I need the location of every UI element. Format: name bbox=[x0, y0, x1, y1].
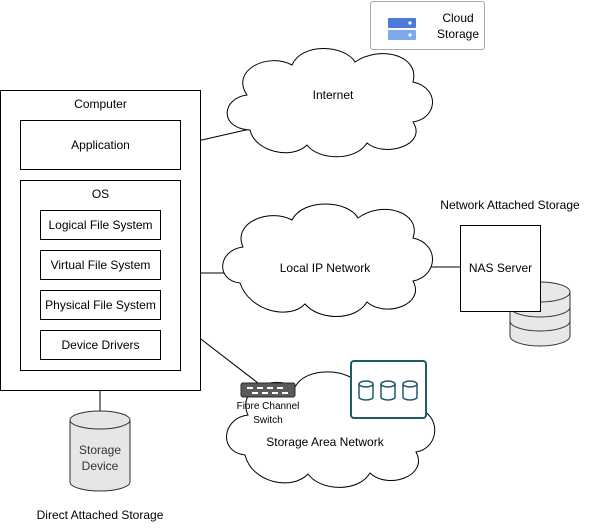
cloud-storage-icon bbox=[388, 18, 416, 40]
application-box bbox=[20, 120, 181, 170]
fibre-channel-switch-line2: Switch bbox=[253, 415, 283, 426]
device-drivers-label: Device Drivers bbox=[61, 338, 140, 352]
nas-server-label: NAS Server bbox=[468, 261, 533, 275]
application-label: Application bbox=[71, 138, 130, 152]
logical-file-system-label: Logical File System bbox=[48, 218, 153, 232]
device-drivers-box bbox=[40, 330, 161, 360]
storage-device-label: Storage Device bbox=[70, 443, 130, 473]
storage-device-cylinder bbox=[69, 410, 131, 492]
nas-server-box bbox=[460, 225, 541, 312]
os-label: OS bbox=[91, 187, 110, 201]
internet-label: Internet bbox=[312, 88, 354, 102]
cloud-storage-label: Cloud Storage bbox=[428, 11, 488, 41]
cloud-storage-line1: Cloud bbox=[442, 11, 474, 25]
fibre-channel-switch-label: Fibre Channel Switch bbox=[228, 400, 308, 428]
nas-title: Network Attached Storage bbox=[440, 198, 580, 212]
internet-cloud bbox=[226, 48, 433, 158]
local-ip-network-cloud bbox=[222, 203, 433, 317]
cloud-storage-line2: Storage bbox=[436, 27, 480, 41]
storage-array-icon bbox=[350, 360, 427, 419]
cloud-storage-card bbox=[370, 1, 485, 50]
logical-file-system-box bbox=[40, 210, 161, 240]
direct-attached-storage-title: Direct Attached Storage bbox=[36, 508, 164, 522]
physical-file-system-label: Physical File System bbox=[45, 298, 156, 312]
fibre-channel-switch-line1: Fibre Channel bbox=[236, 401, 300, 412]
fibre-channel-switch-icon bbox=[240, 382, 296, 398]
physical-file-system-box bbox=[40, 290, 161, 320]
computer-label: Computer bbox=[74, 97, 127, 111]
storage-device-line2: Device bbox=[81, 459, 119, 473]
virtual-file-system-box bbox=[40, 250, 161, 280]
storage-device-line1: Storage bbox=[78, 443, 122, 457]
local-ip-network-label: Local IP Network bbox=[279, 261, 371, 275]
storage-area-network-label: Storage Area Network bbox=[266, 435, 384, 449]
virtual-file-system-label: Virtual File System bbox=[50, 258, 151, 272]
